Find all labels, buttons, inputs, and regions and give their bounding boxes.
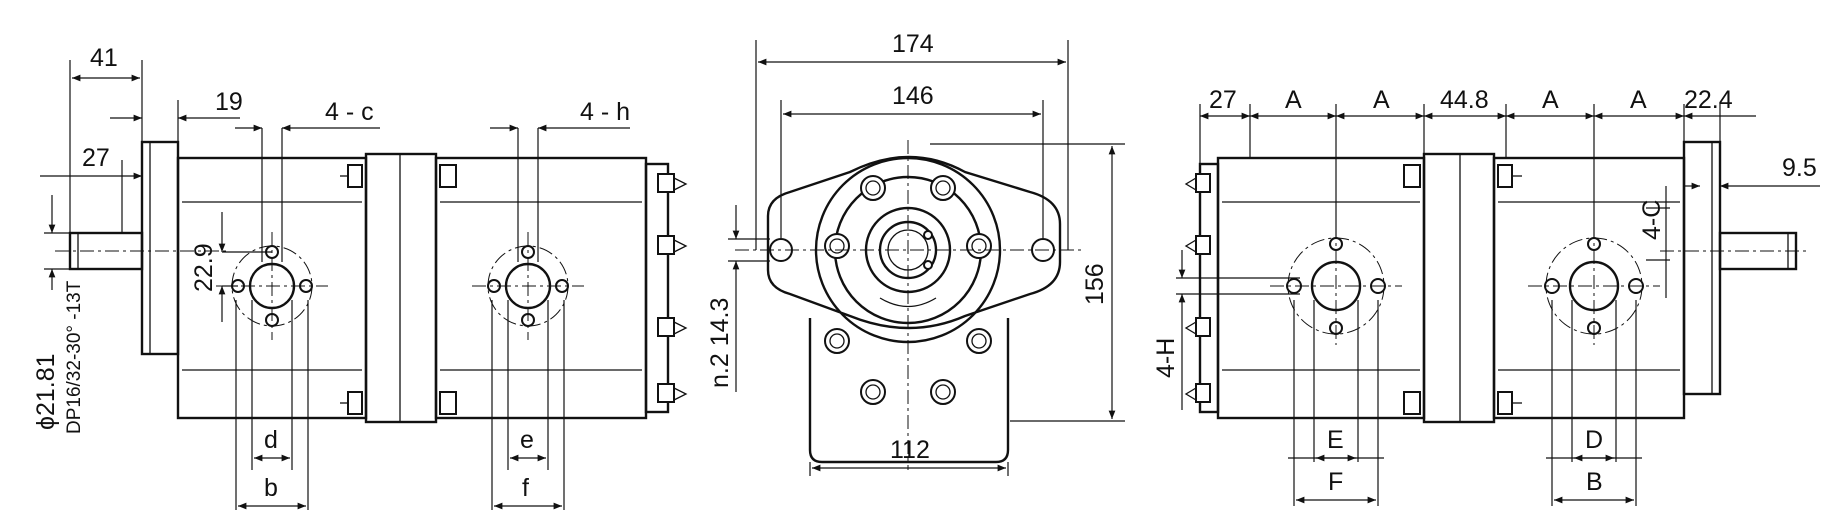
shaft-right <box>1718 231 1798 271</box>
dim-22-9: 22.9 <box>190 243 218 292</box>
through-bolts-left <box>340 164 457 415</box>
dim-b: b <box>264 474 278 502</box>
dim-19: 19 <box>215 88 243 116</box>
dim-112: 112 <box>890 436 930 464</box>
dim-27: 27 <box>82 144 110 172</box>
dim-4C: 4-C <box>1638 200 1666 240</box>
dim-F: F <box>1328 468 1343 496</box>
dim-4h: 4 - h <box>580 98 630 126</box>
dim-174: 174 <box>892 30 934 58</box>
shaft-diameter: ϕ21.81 <box>32 353 60 430</box>
dim-4c: 4 - c <box>325 98 374 126</box>
dim-41: 41 <box>90 44 118 72</box>
dim-27-right: 27 <box>1209 86 1237 114</box>
dim-4H: 4-H <box>1152 338 1180 378</box>
outlet-port-left <box>472 232 584 340</box>
rear-body-right <box>1216 156 1426 420</box>
dim-A-1: A <box>1285 86 1302 114</box>
left-side-view: 41 19 4 - c 4 - h 27 ϕ21.81 DP16/32-30° … <box>32 44 688 510</box>
dim-B: B <box>1586 468 1603 496</box>
dim-44-8: 44.8 <box>1440 86 1489 114</box>
dim-e: e <box>520 426 534 454</box>
dim-A-3: A <box>1542 86 1559 114</box>
dim-n2: n.2 14.3 <box>706 298 734 388</box>
dim-D: D <box>1585 426 1603 454</box>
through-bolts-right <box>1403 164 1522 415</box>
dim-A-2: A <box>1373 86 1390 114</box>
dim-9-5: 9.5 <box>1782 154 1817 182</box>
mounting-flange-outline <box>766 155 1062 330</box>
rear-nuts-right <box>1184 173 1211 403</box>
inlet-port-left <box>216 232 328 340</box>
mounting-flange <box>140 140 180 356</box>
dim-22-4: 22.4 <box>1684 86 1733 114</box>
rear-cap <box>644 162 670 414</box>
spline-spec: DP16/32-30° -13T <box>64 280 85 434</box>
front-bolts <box>824 175 992 405</box>
dim-146: 146 <box>892 82 934 110</box>
mounting-flange-right <box>1682 140 1722 396</box>
right-side-view: 27 A A 44.8 A A 22.4 9.5 4-C 4-H E F <box>1152 86 1820 506</box>
dim-A-4: A <box>1630 86 1647 114</box>
inlet-port-right <box>1528 225 1660 345</box>
rear-body-outline <box>808 318 1010 464</box>
dim-E: E <box>1327 426 1344 454</box>
rear-body <box>434 156 648 420</box>
dim-f: f <box>522 474 529 502</box>
dim-d: d <box>264 426 278 454</box>
rear-cap-right <box>1198 162 1220 414</box>
center-plate <box>364 152 438 424</box>
dim-156: 156 <box>1081 263 1109 305</box>
center-plate-right <box>1422 152 1496 424</box>
front-view: 174 146 156 112 n.2 14.3 <box>706 30 1125 476</box>
front-body-right <box>1492 156 1686 420</box>
outlet-port-right <box>1270 225 1402 345</box>
rear-nuts <box>657 173 688 403</box>
